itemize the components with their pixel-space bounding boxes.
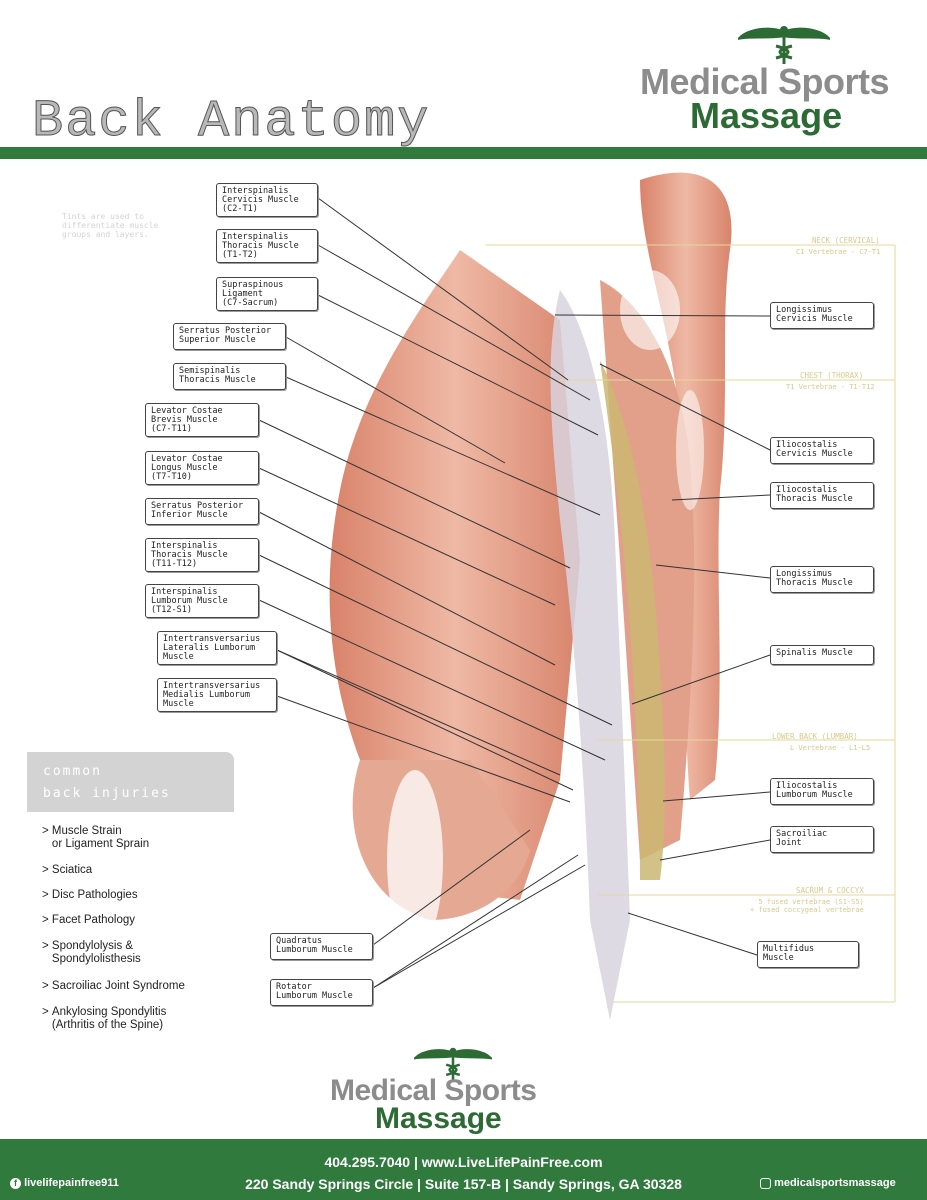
injury-item: > Spondylolysis & Spondylolisthesis: [42, 940, 141, 965]
label-longissimus-thoracis: Longissimus Thoracis Muscle: [770, 566, 874, 593]
label-iliocostalis-lumborum: Iliocostalis Lumborum Muscle: [770, 778, 874, 805]
bottom-logo: Medical Sports Massage: [330, 1046, 570, 1136]
chevron-right-icon: >: [42, 980, 52, 992]
caduceus-icon: [414, 1047, 492, 1080]
region-sacrum: SACRUM & COCCYX: [796, 886, 864, 895]
injury-item: > Sacroiliac Joint Syndrome: [42, 980, 185, 992]
region-chest-sub: T1 Vertebrae - T1-T12: [786, 383, 875, 391]
injuries-heading-line1: common: [43, 764, 102, 779]
label-intertransversarius-lateralis: Intertransversarius Lateralis Lumborum M…: [157, 631, 277, 665]
injuries-heading-box: common back injuries: [27, 752, 234, 812]
region-lower-sub: L Vertebrae - L1-L5: [790, 744, 871, 752]
region-sacrum-sub: 5 fused vertebrae (S1-S5) + fused coccyg…: [750, 898, 864, 914]
label-serratus-posterior-inferior: Serratus Posterior Inferior Muscle: [145, 498, 259, 525]
region-lower: LOWER BACK (LUMBAR): [772, 732, 858, 741]
footer-bar: 404.295.7040 | www.LiveLifePainFree.com …: [0, 1139, 927, 1200]
instagram-icon: [760, 1177, 771, 1189]
logo-text-medical-sports: Medical Sports: [640, 61, 890, 102]
label-supraspinous-ligament: Supraspinous Ligament (C7-Sacrum): [216, 277, 318, 311]
header-divider: [0, 147, 927, 159]
top-logo: Medical Sports Massage: [638, 24, 918, 134]
logo-text-massage: Massage: [375, 1102, 502, 1135]
region-neck-sub: C1 Vertebrae - C7-T1: [796, 248, 881, 256]
logo-text-massage: Massage: [690, 95, 843, 136]
label-intertransversarius-medialis: Intertransversarius Medialis Lumborum Mu…: [157, 678, 277, 712]
chevron-right-icon: >: [42, 914, 52, 926]
footer-address: 220 Sandy Springs Circle | Suite 157-B |…: [245, 1176, 682, 1192]
label-interspinalis-lumborum: Interspinalis Lumborum Muscle (T12-S1): [145, 584, 259, 618]
label-longissimus-cervicis: Longissimus Cervicis Muscle: [770, 302, 874, 329]
label-quadratus-lumborum: Quadratus Lumborum Muscle: [270, 933, 373, 960]
page-title: Back Anatomy: [31, 92, 431, 152]
chevron-right-icon: >: [42, 1006, 52, 1018]
label-interspinalis-thoracis-t1: Interspinalis Thoracis Muscle (T1-T2): [216, 229, 318, 263]
intro-note: Tints are used to differentiate muscle g…: [62, 212, 159, 239]
footer-contact: 404.295.7040 | www.LiveLifePainFree.com: [324, 1154, 603, 1170]
label-multifidus: Multifidus Muscle: [757, 941, 859, 968]
facebook-icon: f: [10, 1177, 21, 1189]
chevron-right-icon: >: [42, 825, 52, 837]
label-rotator-lumborum: Rotator Lumborum Muscle: [270, 979, 373, 1006]
label-sacroiliac-joint: Sacroiliac Joint: [770, 826, 874, 853]
label-serratus-posterior-superior: Serratus Posterior Superior Muscle: [173, 323, 286, 350]
injuries-heading-line2: back injuries: [43, 786, 171, 801]
logo-text-medical-sports: Medical Sports: [330, 1074, 537, 1107]
label-iliocostalis-cervicis: Iliocostalis Cervicis Muscle: [770, 437, 874, 464]
injury-item: > Muscle Strain or Ligament Sprain: [42, 825, 150, 850]
label-iliocostalis-thoracis: Iliocostalis Thoracis Muscle: [770, 482, 874, 509]
injury-item: > Ankylosing Spondylitis (Arthritis of t…: [42, 1006, 167, 1031]
region-neck: NECK (CERVICAL): [812, 236, 880, 245]
chevron-right-icon: >: [42, 864, 52, 876]
label-spinalis: Spinalis Muscle: [770, 645, 874, 665]
label-levator-costae-brevis: Levator Costae Brevis Muscle (C7-T11): [145, 403, 259, 437]
injury-item: > Sciatica: [42, 864, 93, 876]
instagram-link[interactable]: medicalsportsmassage: [760, 1177, 896, 1189]
chevron-right-icon: >: [42, 940, 52, 952]
region-chest: CHEST (THORAX): [800, 371, 864, 380]
label-interspinalis-thoracis-t11: Interspinalis Thoracis Muscle (T11-T12): [145, 538, 259, 572]
label-semispinalis-thoracis: Semispinalis Thoracis Muscle: [173, 363, 286, 390]
label-interspinalis-cervicis: Interspinalis Cervicis Muscle (C2-T1): [216, 183, 318, 217]
injury-item: > Disc Pathologies: [42, 889, 138, 901]
facebook-link[interactable]: f livelifepainfree911: [10, 1177, 119, 1189]
caduceus-icon: [738, 26, 830, 64]
injury-item: > Facet Pathology: [42, 914, 136, 926]
label-levator-costae-longus: Levator Costae Longus Muscle (T7-T10): [145, 451, 259, 485]
chevron-right-icon: >: [42, 889, 52, 901]
